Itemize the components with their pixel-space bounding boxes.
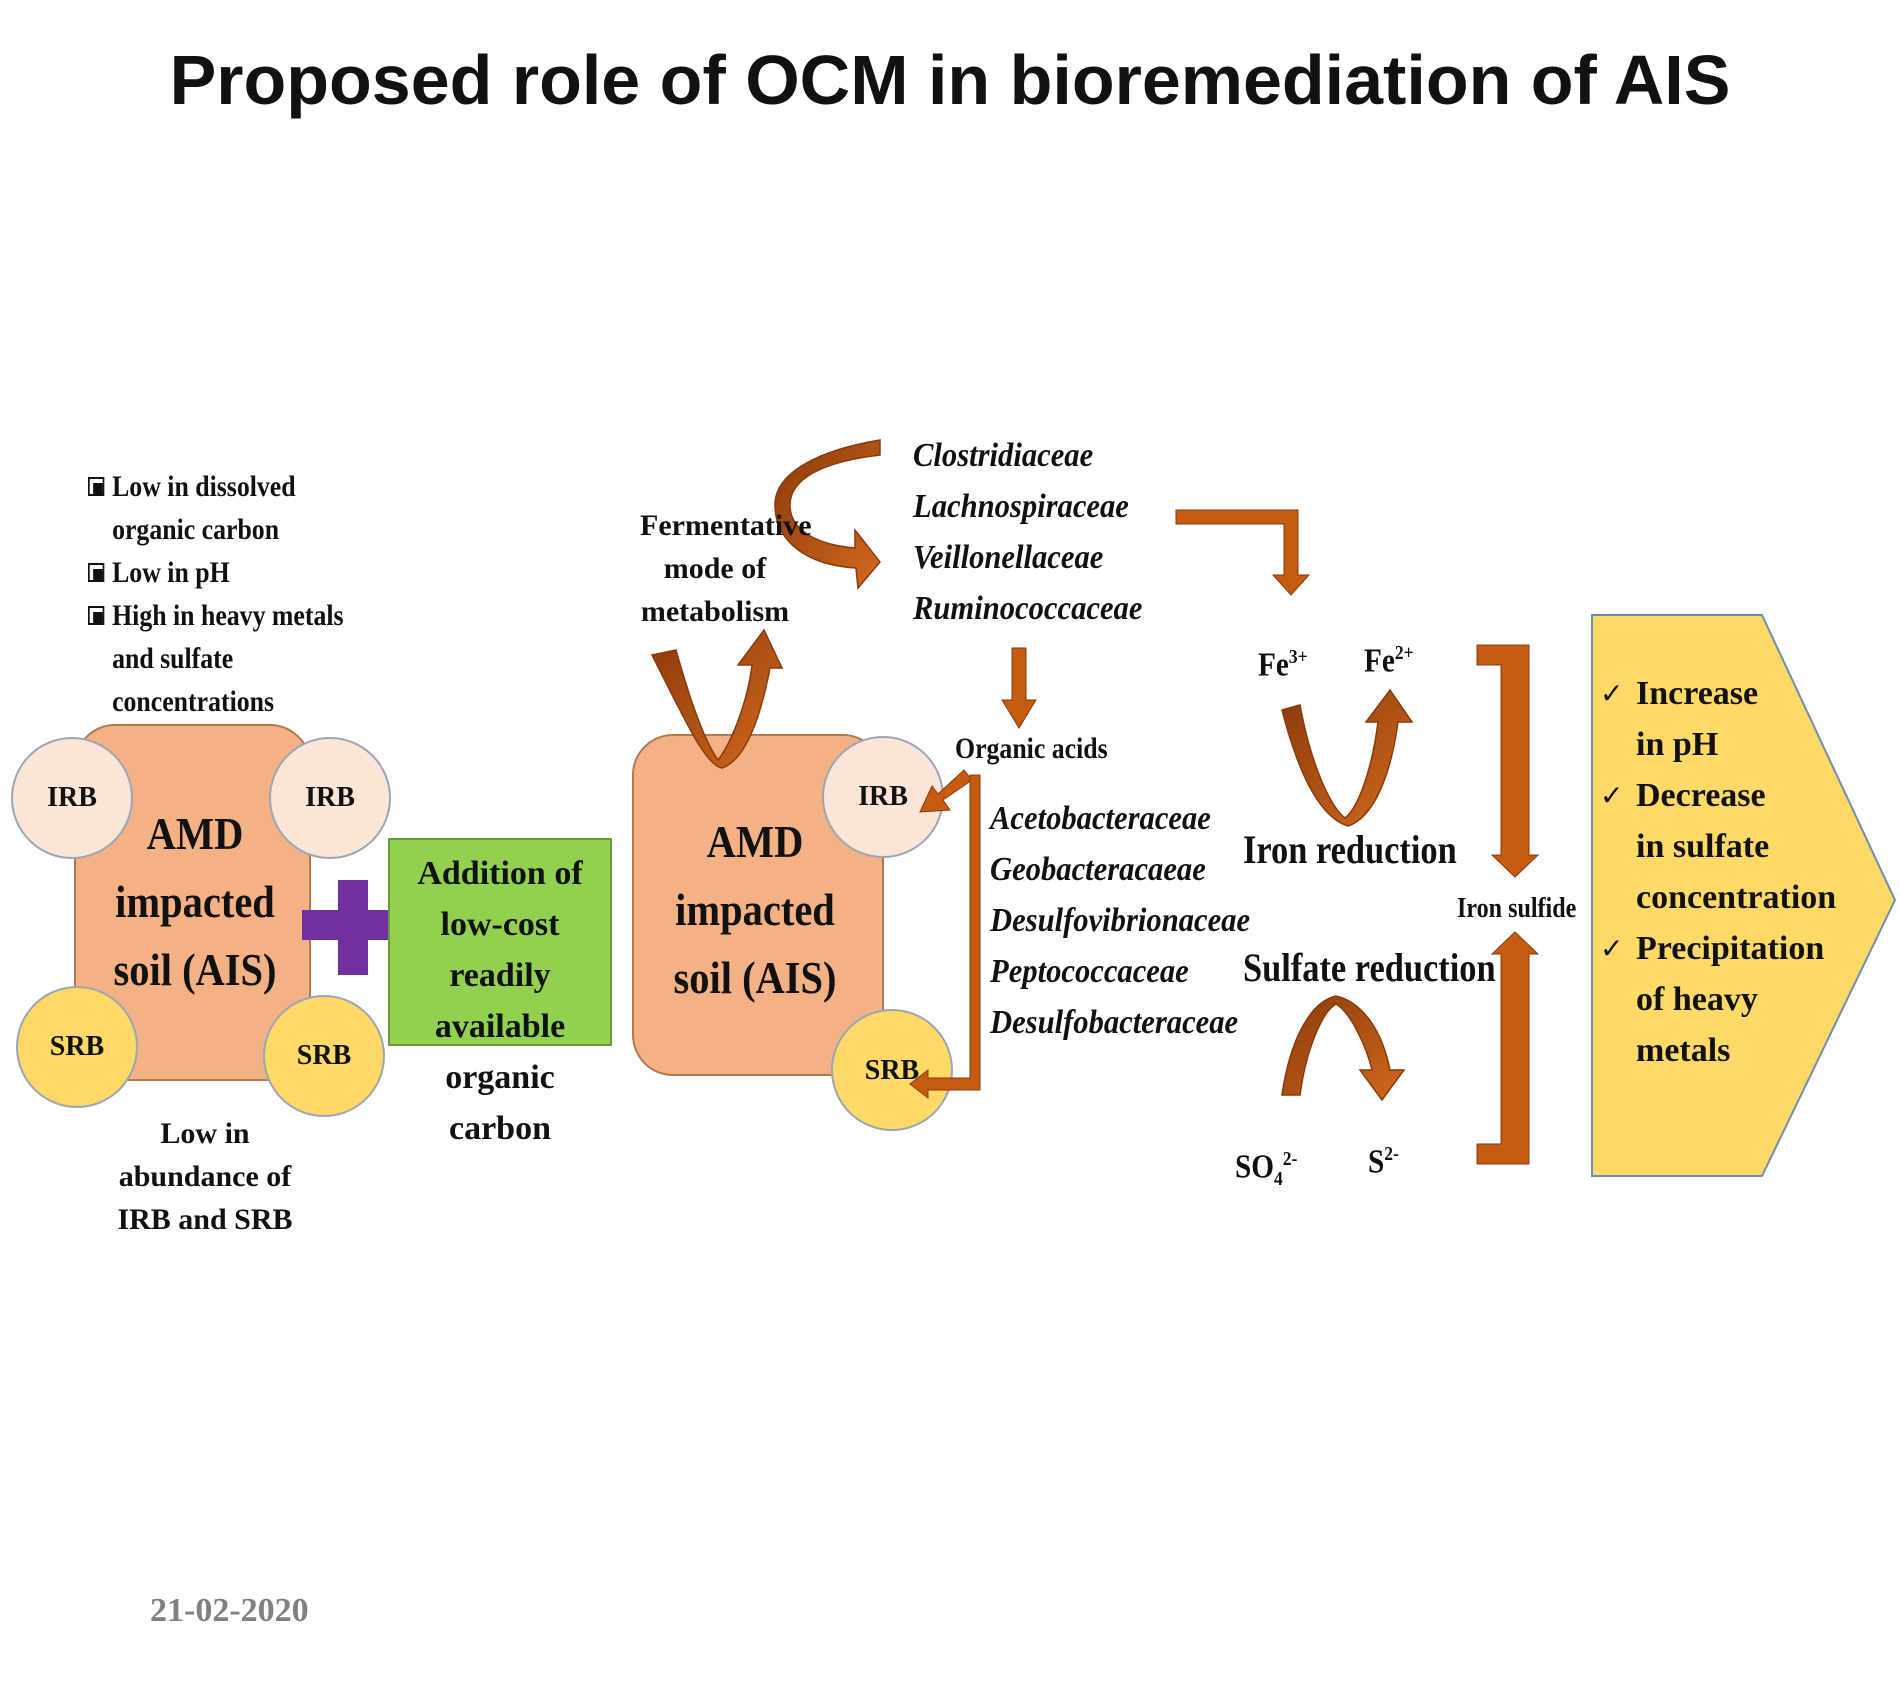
checkmark-icon: ✓	[1600, 932, 1624, 965]
bracket-down-to-iron-sulfide	[1476, 644, 1540, 878]
reducer-list: Acetobacteraceae Geobacteracaeae Desulfo…	[990, 793, 1250, 1048]
checkmark-icon: ✓	[1600, 779, 1624, 812]
sulfate-reduction-arrow	[1281, 995, 1406, 1102]
bracket-up-to-iron-sulfide	[1476, 931, 1540, 1165]
reducer-item: Peptococcaceae	[990, 953, 1189, 990]
outcome-item: ✓Precipitation of heavy metals	[1600, 923, 1824, 1076]
elbow-arrow-to-iron	[1175, 509, 1311, 596]
middle-soil-box	[632, 734, 884, 1076]
checkbox-icon	[88, 477, 105, 496]
sulfate-species-label: SO42-	[1235, 1148, 1298, 1191]
outcome-item: ✓Increase in pH	[1600, 668, 1790, 770]
fermentative-label: Fermentative mode of metabolism	[640, 509, 812, 628]
left-irb-label: IRB	[47, 782, 97, 813]
iron-reduction-label: Iron reduction	[1243, 827, 1457, 872]
condition-item: High in heavy metals and sulfate concent…	[88, 594, 372, 723]
reducer-item: Desulfobacteraceae	[990, 1004, 1239, 1041]
checkbox-icon	[88, 606, 105, 625]
checkmark-icon: ✓	[1600, 677, 1624, 710]
fe3-label: Fe3+	[1258, 646, 1308, 684]
fermentation-uturn-arrow	[650, 628, 784, 769]
sulfide-species-label: S2-	[1368, 1143, 1399, 1181]
left-srb-circle	[16, 986, 138, 1108]
left-irb-label-2: IRB	[305, 782, 355, 813]
addition-box: Addition of low-cost readily available o…	[388, 838, 612, 1147]
slide-date: 21-02-2020	[150, 1592, 309, 1629]
outcome-item: ✓Decrease in sulfate concentration	[1600, 770, 1836, 923]
left-conditions: Low in dissolved organic carbon Low in p…	[88, 465, 372, 723]
reducer-item: Geobacteracaeae	[990, 851, 1206, 888]
iron-sulfide-label: Iron sulfide	[1457, 893, 1577, 924]
left-soil-box	[74, 724, 311, 1081]
sulfate-reduction-label: Sulfate reduction	[1243, 945, 1496, 990]
fe2-label: Fe2+	[1364, 642, 1414, 680]
outcome-arrow-shape	[1591, 614, 1897, 1177]
condition-item: Low in dissolved organic carbon	[88, 465, 372, 551]
condition-item: Low in pH	[88, 551, 372, 594]
arrow-to-srb	[909, 774, 981, 1100]
arrow-to-irb	[919, 769, 973, 813]
organic-acids-label: Organic acids	[955, 732, 1108, 765]
plus-sign	[302, 880, 405, 975]
left-irb-circle	[11, 737, 133, 859]
left-soil-label: AMD impacted soil (AIS)	[113, 808, 277, 995]
middle-srb-label: SRB	[864, 1055, 920, 1086]
middle-soil-label: AMD impacted soil (AIS)	[673, 816, 837, 1003]
left-footer-label: Low in abundance of IRB and SRB	[117, 1117, 293, 1236]
reducer-item: Acetobacteraceae	[990, 800, 1211, 837]
left-srb-label: SRB	[49, 1031, 105, 1062]
left-srb-label-2: SRB	[296, 1040, 352, 1071]
fermenter-item: Clostridiaceae	[913, 437, 1094, 474]
fermenter-item: Ruminococcaceae	[913, 590, 1143, 627]
iron-reduction-arrow	[1281, 688, 1414, 827]
left-srb-circle-2	[263, 995, 385, 1117]
fermenters-loop-arrow	[774, 439, 881, 590]
left-irb-circle-2	[269, 737, 391, 859]
fermenter-item: Veillonellaceae	[913, 539, 1104, 576]
middle-srb-circle	[831, 1009, 953, 1131]
page-title: Proposed role of OCM in bioremediation o…	[169, 41, 1731, 119]
outcome-list: ✓Increase in pH ✓Decrease in sulfate con…	[1600, 668, 1836, 1076]
down-arrow-organic-acids	[1001, 647, 1037, 729]
checkbox-icon	[88, 563, 105, 582]
fermenter-item: Lachnospiraceae	[913, 488, 1129, 525]
reducer-item: Desulfovibrionaceae	[990, 902, 1251, 939]
middle-irb-label: IRB	[858, 781, 908, 812]
fermenter-list: Clostridiaceae Lachnospiraceae Veillonel…	[913, 430, 1142, 634]
